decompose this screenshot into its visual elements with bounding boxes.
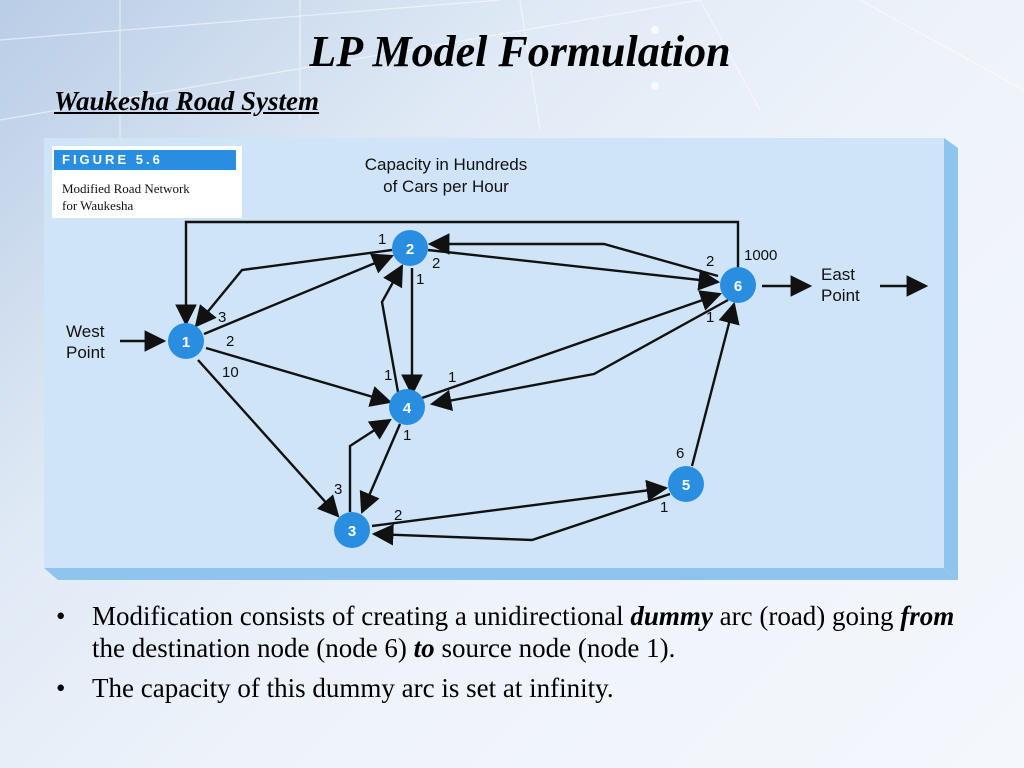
- node-2-label: 2: [406, 241, 414, 258]
- bullet-1-part-1: Modification consists of creating a unid…: [92, 601, 631, 631]
- cap-6-4: 1: [706, 309, 714, 326]
- slide-title: LP Model Formulation: [309, 27, 731, 76]
- bullet-list: • Modification consists of creating a uni…: [54, 600, 974, 712]
- arc-2-1: [194, 248, 393, 328]
- east-point-line-1: East: [821, 265, 855, 284]
- cap-3-4: 3: [334, 481, 342, 498]
- figure-label: FIGURE 5.6 Modified Road Network for Wau…: [52, 146, 242, 218]
- cap-1-3: 10: [222, 364, 239, 381]
- figure-tag: FIGURE 5.6: [54, 150, 236, 170]
- east-point-line-2: Point: [821, 286, 860, 305]
- node-6-label: 6: [734, 278, 742, 295]
- bullet-1-emph-dummy: dummy: [630, 601, 713, 631]
- cap-2-1: 1: [378, 231, 386, 248]
- figure-bevel-right: [944, 138, 958, 580]
- bullet-dot-icon: •: [56, 673, 66, 703]
- arc-2-6: [427, 248, 721, 291]
- cap-2-4: 1: [416, 271, 424, 288]
- arc-4-6: [421, 290, 723, 400]
- node-5: 5: [668, 466, 704, 502]
- arc-3-5: [371, 479, 669, 528]
- node-1: 1: [168, 323, 204, 359]
- west-point-line-2: Point: [66, 343, 105, 362]
- figure-caption: Modified Road Network for Waukesha: [62, 180, 238, 214]
- arc-6-2: [427, 233, 719, 278]
- bullet-1-part-3: arc (road) going: [712, 601, 901, 631]
- cap-dummy: 1000: [744, 247, 777, 264]
- arc-6-1-dummy: [175, 220, 740, 327]
- bullet-item-2: • The capacity of this dummy arc is set a…: [54, 672, 974, 704]
- bullet-dot-icon: •: [56, 601, 66, 631]
- figure-heading-line-2: of Cars per Hour: [383, 177, 509, 196]
- arc-1-3: [197, 359, 340, 518]
- arc-5-3: [371, 492, 671, 546]
- cap-5-6: 6: [676, 445, 684, 462]
- node-3: 3: [334, 512, 370, 548]
- cap-6-2: 2: [706, 253, 714, 270]
- node-4: 4: [389, 389, 425, 425]
- bullet-item-1: • Modification consists of creating a uni…: [54, 600, 974, 664]
- arc-4-2: [380, 264, 404, 393]
- figure-heading-line-1: Capacity in Hundreds: [365, 155, 528, 174]
- figure-caption-line-1: Modified Road Network: [62, 181, 190, 196]
- cap-1-4: 2: [226, 333, 234, 350]
- bullet-2-text: The capacity of this dummy arc is set at…: [92, 673, 614, 703]
- bullet-1-part-7: source node (node 1).: [434, 633, 676, 663]
- node-4-label: 4: [403, 400, 412, 417]
- arc-3-4: [348, 418, 392, 512]
- cap-2-6: 2: [432, 255, 440, 272]
- arc-1-4: [205, 346, 393, 407]
- bullet-1-part-5: the destination node (node 6): [92, 633, 414, 663]
- bullet-1-emph-to: to: [413, 633, 435, 663]
- cap-5-3: 1: [660, 499, 668, 516]
- figure-caption-line-2: for Waukesha: [62, 198, 134, 213]
- cap-4-3: 1: [403, 427, 411, 444]
- arc-6-4: [429, 298, 729, 412]
- west-point-line-1: West: [66, 322, 105, 341]
- node-5-label: 5: [682, 477, 690, 494]
- arc-5-6: [690, 301, 740, 467]
- node-1-label: 1: [182, 334, 190, 351]
- cap-4-2: 1: [384, 367, 392, 384]
- cap-4-6: 1: [448, 369, 456, 386]
- bullet-1-emph-from: from: [900, 601, 955, 631]
- node-6: 6: [720, 267, 756, 303]
- slide-subtitle: Waukesha Road System: [54, 86, 320, 116]
- figure-bevel-bottom: [44, 568, 958, 580]
- cap-3-5: 2: [394, 507, 402, 524]
- cap-1-2: 3: [218, 309, 226, 326]
- node-3-label: 3: [348, 523, 356, 540]
- node-2: 2: [392, 230, 428, 266]
- arc-1-2: [203, 253, 394, 336]
- arc-4-3: [359, 423, 402, 514]
